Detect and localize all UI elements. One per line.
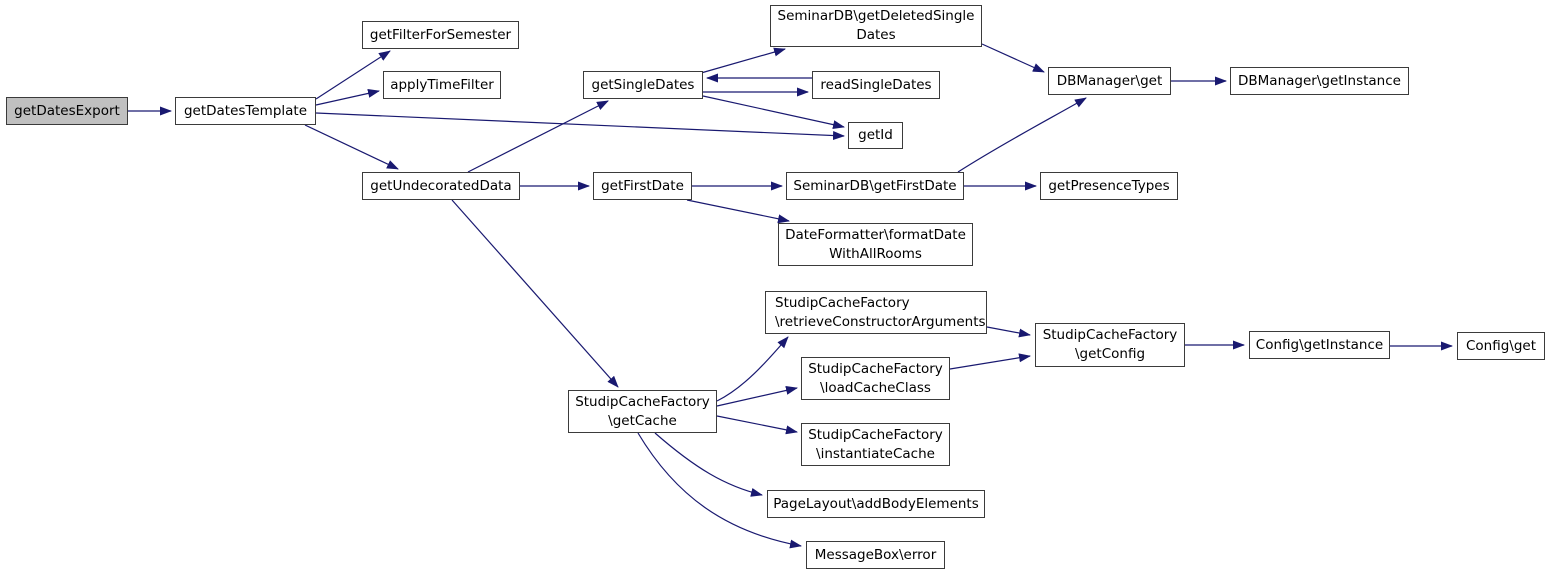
node-label: StudipCacheFactory (775, 294, 910, 311)
node-label: getSingleDates (591, 76, 695, 93)
node-SeminarDB_getFirstDate[interactable]: SeminarDB\getFirstDate (786, 172, 964, 200)
edge-getUndecoratedData-to-getSingleDates (467, 100, 609, 173)
node-StudipCacheFactory_loadCacheClass[interactable]: StudipCacheFactory \loadCacheClass (801, 357, 950, 400)
node-label: Dates (856, 27, 896, 43)
edge-SeminarDB_getFirstDate-to-DBManager_get (957, 97, 1087, 173)
edge-StudipCacheFactory_loadCacheClass-to-StudipCacheFactory_getConfig (949, 353, 1031, 370)
edge-StudipCacheFactory_retrieveConstructorArguments-to-StudipCacheFactory_getConfig (986, 326, 1031, 338)
node-Config_get[interactable]: Config\get (1457, 332, 1545, 360)
node-PageLayout_addBodyElements[interactable]: PageLayout\addBodyElements (767, 490, 985, 518)
node-label: getFirstDate (601, 177, 684, 194)
node-label: getDatesTemplate (183, 102, 308, 119)
node-label: StudipCacheFactory (575, 393, 710, 410)
node-label: DBManager\get (1056, 72, 1163, 89)
node-label: getId (858, 127, 893, 143)
node-label: DateFormatter\formatDate (785, 226, 966, 243)
node-Config_getInstance[interactable]: Config\getInstance (1249, 331, 1390, 359)
edge-getDatesTemplate-to-applyTimeFilter (315, 88, 380, 106)
node-DBManager_getInstance[interactable]: DBManager\getInstance (1230, 67, 1409, 95)
node-label: \instantiateCache (816, 445, 935, 462)
edge-getDatesTemplate-to-getFilterForSemester (315, 50, 391, 100)
node-getId[interactable]: getId (848, 122, 903, 149)
edge-StudipCacheFactory_getCache-to-StudipCacheFactory_instantiateCache (716, 415, 798, 435)
node-MessageBox_error[interactable]: MessageBox\error (806, 541, 945, 569)
node-getFilterForSemester[interactable]: getFilterForSemester (362, 21, 519, 49)
node-label: Config\getInstance (1255, 336, 1384, 353)
node-StudipCacheFactory_getCache[interactable]: StudipCacheFactory \getCache (568, 390, 717, 433)
node-label: SeminarDB\getDeletedSingle (777, 8, 975, 24)
node-label: PageLayout\addBodyElements (773, 495, 979, 512)
node-label: SeminarDB\getFirstDate (793, 177, 957, 194)
edge-StudipCacheFactory_getCache-to-StudipCacheFactory_retrieveConstructorArguments (716, 336, 789, 402)
node-label: StudipCacheFactory (808, 426, 943, 443)
node-getUndecoratedData[interactable]: getUndecoratedData (362, 172, 520, 200)
node-getSingleDates[interactable]: getSingleDates (583, 71, 703, 99)
edge-getSingleDates-to-getId (702, 95, 845, 130)
node-StudipCacheFactory_instantiateCache[interactable]: StudipCacheFactory \instantiateCache (801, 423, 950, 466)
node-label: Config\get (1465, 337, 1537, 354)
node-label: StudipCacheFactory (1042, 327, 1178, 343)
node-label: \getConfig (1074, 346, 1146, 362)
edge-getDatesTemplate-to-getId (315, 112, 845, 141)
node-label: \loadCacheClass (820, 379, 931, 396)
edge-StudipCacheFactory_getCache-to-StudipCacheFactory_loadCacheClass (716, 386, 798, 407)
node-label: getDatesExport (14, 102, 120, 119)
node-StudipCacheFactory_retrieveConstructorArguments[interactable]: StudipCacheFactory \retrieveConstructorAr… (765, 291, 987, 334)
node-label: \retrieveConstructorArguments (775, 313, 986, 330)
node-StudipCacheFactory_getConfig[interactable]: StudipCacheFactory \getConfig (1035, 323, 1185, 367)
node-getDatesTemplate[interactable]: getDatesTemplate (175, 97, 316, 125)
edge-getDatesTemplate-to-getUndecoratedData (304, 124, 399, 170)
edge-getUndecoratedData-to-StudipCacheFactory_getCache (451, 199, 619, 388)
node-label: getUndecoratedData (370, 177, 512, 194)
node-DBManager_get[interactable]: DBManager\get (1048, 67, 1171, 95)
node-label: getPresenceTypes (1048, 177, 1170, 194)
node-getDatesExport[interactable]: getDatesExport (6, 97, 128, 125)
edge-SeminarDB_getDeletedSingleDates-to-DBManager_get (981, 43, 1045, 73)
node-label: MessageBox\error (814, 546, 937, 563)
node-applyTimeFilter[interactable]: applyTimeFilter (383, 71, 501, 99)
edge-getSingleDates-to-SeminarDB_getDeletedSingleDates (700, 47, 786, 74)
node-label: DBManager\getInstance (1238, 72, 1401, 89)
edge-getFirstDate-to-DateFormatter_formatDateWithAllRooms (686, 199, 790, 224)
node-label: \getCache (608, 412, 677, 429)
node-label: StudipCacheFactory (808, 360, 943, 377)
node-getPresenceTypes[interactable]: getPresenceTypes (1040, 172, 1178, 200)
node-getFirstDate[interactable]: getFirstDate (593, 172, 692, 200)
node-readSingleDates[interactable]: readSingleDates (812, 71, 940, 99)
edge-StudipCacheFactory_getCache-to-PageLayout_addBodyElements (654, 432, 763, 497)
node-label: applyTimeFilter (390, 76, 494, 93)
node-label: readSingleDates (820, 76, 932, 93)
node-label: getFilterForSemester (369, 26, 512, 43)
node-label: WithAllRooms (829, 245, 922, 262)
